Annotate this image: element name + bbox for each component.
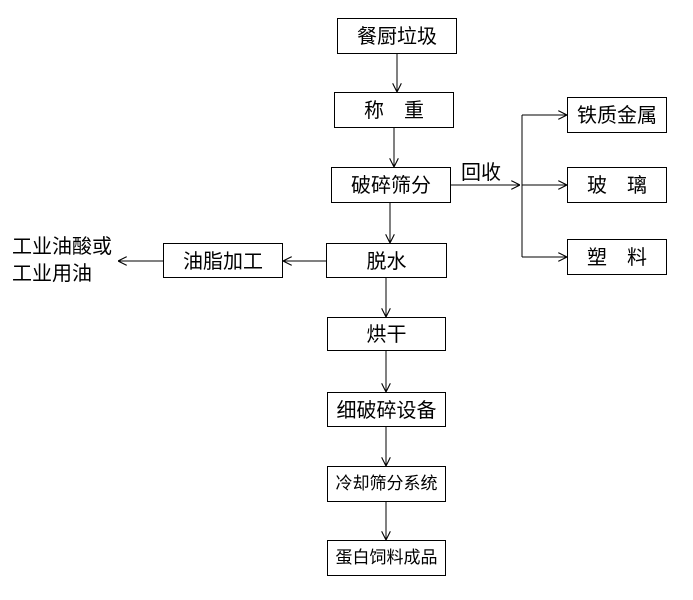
node-weighing: 称 重 <box>334 92 454 128</box>
node-crush-sieve: 破碎筛分 <box>331 167 451 203</box>
node-iron-metal: 铁质金属 <box>567 97 667 133</box>
recycle-label: 回收 <box>461 160 501 184</box>
node-plastic: 塑 料 <box>567 239 667 275</box>
node-label: 冷却筛分系统 <box>335 473 438 494</box>
node-dewater: 脱水 <box>326 243 447 278</box>
node-product: 蛋白饲料成品 <box>327 540 446 576</box>
node-label: 玻 璃 <box>587 173 647 197</box>
node-label: 称 重 <box>364 98 424 122</box>
node-kitchen-waste: 餐厨垃圾 <box>337 18 457 54</box>
oil-output-label-line1: 工业油酸或 <box>12 234 112 258</box>
node-label: 餐厨垃圾 <box>357 24 437 48</box>
node-label: 铁质金属 <box>577 103 657 127</box>
oil-output-label-line2: 工业用油 <box>12 261 92 285</box>
node-label: 脱水 <box>366 248 407 273</box>
node-label: 烘干 <box>366 322 407 346</box>
node-drying: 烘干 <box>327 317 446 351</box>
node-fine-crusher: 细破碎设备 <box>327 392 446 427</box>
node-label: 蛋白饲料成品 <box>335 547 438 568</box>
node-glass: 玻 璃 <box>567 167 667 203</box>
node-label: 细破碎设备 <box>336 397 437 422</box>
node-label: 破碎筛分 <box>351 173 431 197</box>
node-cooling-sieve: 冷却筛分系统 <box>327 466 446 502</box>
node-label: 塑 料 <box>587 245 647 269</box>
node-label: 油脂加工 <box>183 248 263 273</box>
node-oil-processing: 油脂加工 <box>163 243 283 278</box>
